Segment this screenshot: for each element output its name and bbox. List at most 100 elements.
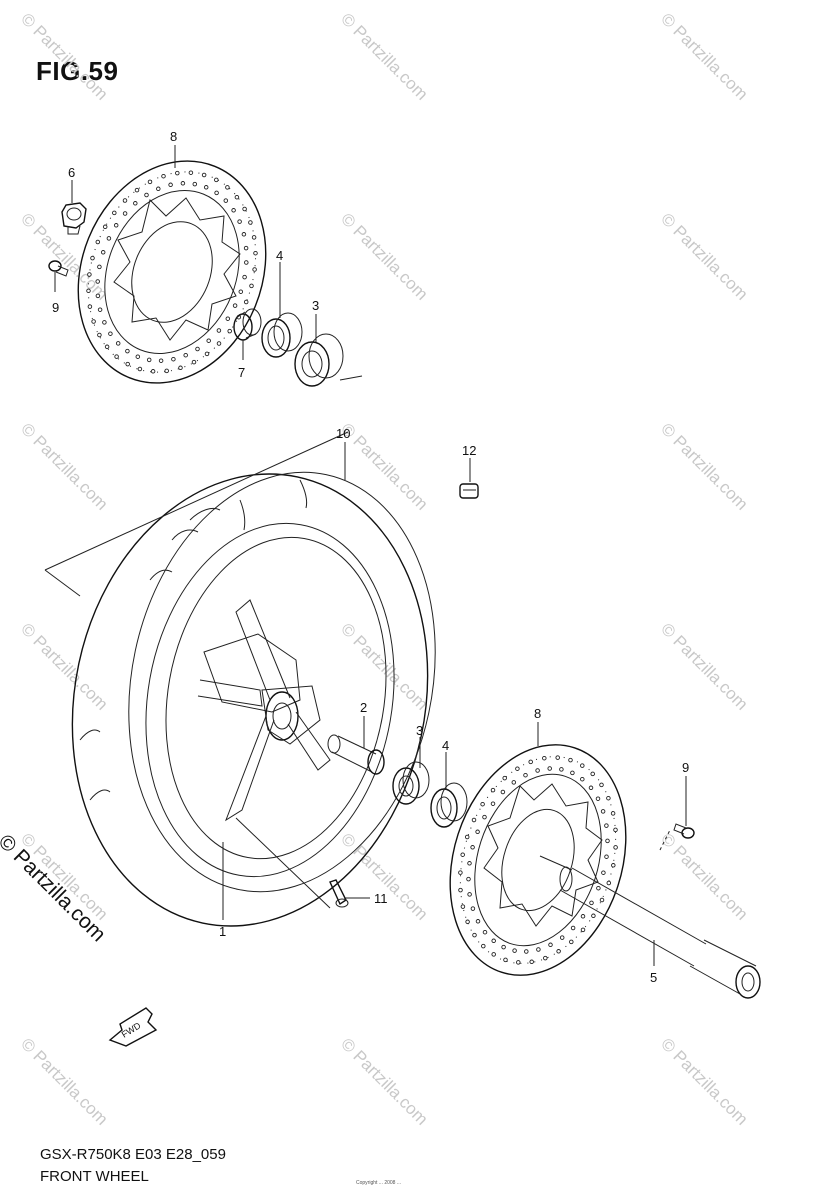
disc-hole bbox=[470, 906, 476, 911]
disc-hole bbox=[106, 236, 112, 241]
upper-brake-disc[interactable] bbox=[46, 133, 298, 412]
disc-hole bbox=[481, 943, 486, 949]
disc-hole bbox=[464, 834, 470, 840]
bearing-3-upper[interactable] bbox=[294, 333, 344, 387]
disc-hole bbox=[95, 239, 101, 245]
disc-hole bbox=[516, 960, 521, 965]
disc-hole bbox=[102, 224, 108, 230]
valve-11[interactable] bbox=[329, 879, 349, 908]
disc-hole bbox=[466, 876, 471, 882]
disc-hole bbox=[150, 369, 156, 374]
tire-10[interactable] bbox=[31, 441, 472, 960]
disc-hole bbox=[133, 201, 138, 206]
valve-cap-12[interactable] bbox=[459, 483, 479, 499]
callout-8-lower: 8 bbox=[534, 706, 541, 721]
callout-4-upper: 4 bbox=[276, 248, 283, 263]
disc-hole bbox=[595, 796, 601, 801]
watermark-text: © Partzilla.com bbox=[17, 619, 111, 713]
disc-hole bbox=[114, 354, 119, 359]
disc-hole bbox=[227, 328, 232, 334]
disc-hole bbox=[156, 186, 161, 192]
watermark-text: © Partzilla.com bbox=[17, 209, 111, 303]
disc-hole bbox=[164, 368, 169, 374]
disc-hole bbox=[122, 211, 128, 216]
disc-hole bbox=[237, 219, 242, 224]
disc-hole bbox=[251, 235, 257, 240]
disc-hole bbox=[610, 811, 616, 816]
disc-hole bbox=[475, 829, 480, 835]
bearing-3-lower[interactable] bbox=[392, 761, 430, 805]
disc-hole bbox=[192, 181, 198, 187]
watermark-text: © Partzilla.com bbox=[337, 9, 431, 103]
disc-hole bbox=[460, 852, 465, 857]
disc-hole bbox=[253, 250, 258, 256]
nut-6[interactable] bbox=[61, 202, 87, 235]
disc-hole bbox=[535, 768, 540, 773]
disc-hole bbox=[580, 763, 585, 768]
watermark-text: © Partzilla.com bbox=[17, 9, 111, 103]
disc-hole bbox=[216, 328, 222, 333]
disc-hole bbox=[590, 771, 595, 777]
watermark-text: © Partzilla.com bbox=[337, 829, 431, 923]
spacer-2[interactable] bbox=[327, 734, 385, 775]
disc-hole bbox=[91, 319, 96, 324]
model-code: GSX-R750K8 E03 E28_059 bbox=[40, 1146, 226, 1163]
disc-hole bbox=[135, 354, 141, 359]
section-name: FRONT WHEEL bbox=[40, 1168, 149, 1185]
watermark-text: © Partzilla.com bbox=[17, 419, 111, 513]
disc-hole bbox=[600, 809, 606, 814]
watermark-text: © Partzilla.com bbox=[337, 1034, 431, 1128]
callout-3-upper: 3 bbox=[312, 298, 319, 313]
watermark-text: © Partzilla.com bbox=[657, 419, 751, 513]
bolt-9-lower[interactable] bbox=[673, 823, 695, 839]
disc-hole bbox=[204, 351, 210, 357]
disc-hole bbox=[225, 185, 230, 190]
collar-7[interactable] bbox=[233, 308, 262, 341]
disc-hole bbox=[502, 775, 507, 781]
disc-hole bbox=[601, 870, 606, 875]
lower-brake-disc[interactable] bbox=[422, 722, 655, 998]
disc-hole bbox=[599, 897, 605, 903]
disc-hole bbox=[125, 361, 130, 367]
watermark-text: © Partzilla.com bbox=[657, 1034, 751, 1128]
disc-hole bbox=[556, 949, 561, 954]
disc-hole bbox=[515, 766, 520, 771]
disc-hole bbox=[248, 220, 253, 225]
disc-hole bbox=[596, 885, 601, 891]
disc-hole bbox=[122, 198, 128, 203]
disc-hole bbox=[195, 346, 200, 352]
watermark-text: © Partzilla.com bbox=[337, 209, 431, 303]
oil-seal-4-lower[interactable] bbox=[430, 782, 468, 828]
disc-hole bbox=[188, 170, 194, 175]
disc-hole bbox=[214, 177, 219, 183]
copyright-note: Copyright ... 2008 ... bbox=[356, 1180, 402, 1186]
fwd-label: FWD bbox=[120, 1020, 143, 1040]
disc-hole bbox=[223, 198, 229, 203]
disc-hole bbox=[100, 250, 106, 255]
disc-hole bbox=[512, 948, 517, 953]
disc-hole bbox=[604, 854, 609, 859]
disc-hole bbox=[611, 863, 616, 868]
disc-hole bbox=[480, 801, 485, 807]
disc-hole bbox=[243, 299, 249, 305]
disc-hole bbox=[146, 357, 152, 363]
wheel-1[interactable] bbox=[119, 504, 421, 897]
disc-hole bbox=[108, 331, 113, 336]
disc-hole bbox=[252, 267, 257, 272]
disc-hole bbox=[216, 341, 222, 346]
disc-hole bbox=[568, 757, 573, 763]
disc-hole bbox=[605, 838, 610, 844]
disc-hole bbox=[523, 772, 528, 778]
callout-11: 11 bbox=[374, 891, 388, 906]
callout-7: 7 bbox=[238, 365, 245, 380]
oil-seal-4-upper[interactable] bbox=[261, 312, 303, 358]
disc-hole bbox=[467, 861, 472, 866]
disc-hole bbox=[458, 870, 463, 875]
callout-12: 12 bbox=[462, 443, 476, 458]
disc-hole bbox=[113, 223, 119, 228]
disc-hole bbox=[115, 341, 121, 346]
bolt-9-upper[interactable] bbox=[48, 260, 69, 277]
axle-5[interactable] bbox=[559, 866, 761, 999]
disc-hole bbox=[491, 938, 496, 944]
disc-hole bbox=[491, 952, 496, 957]
